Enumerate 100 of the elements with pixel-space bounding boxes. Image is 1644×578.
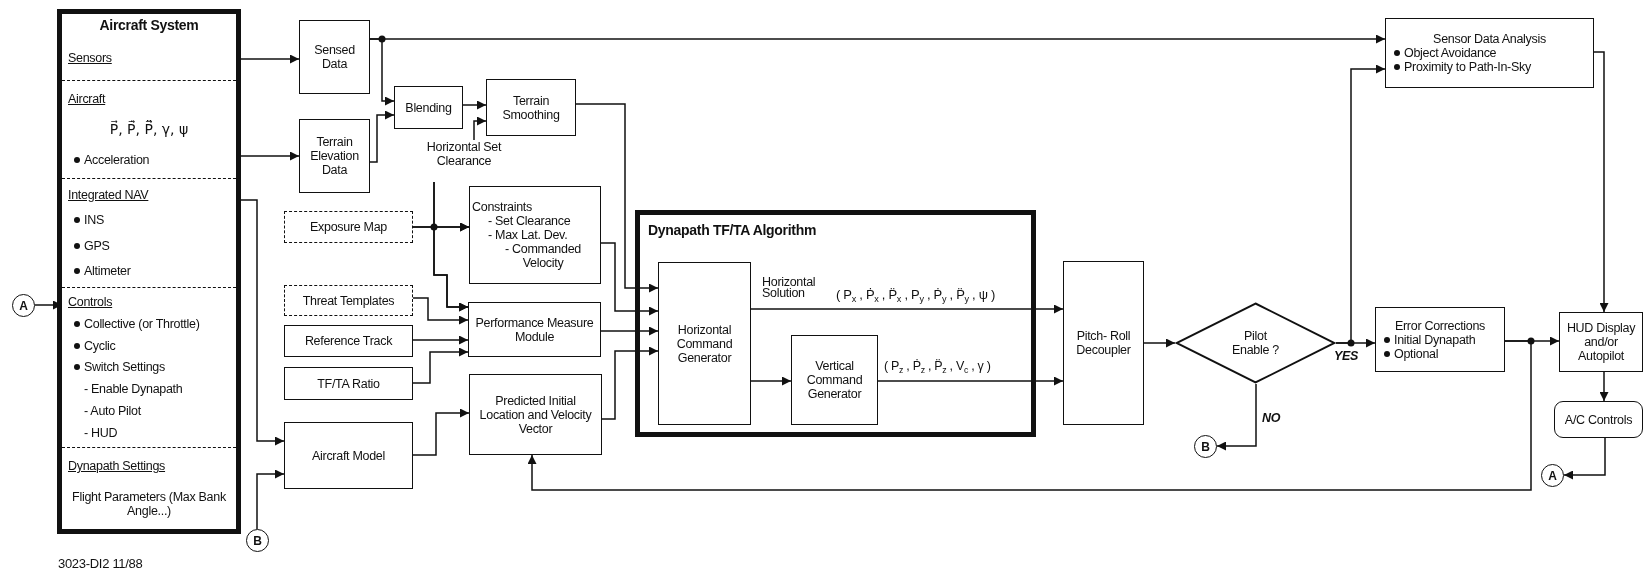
decision-diamond xyxy=(1175,302,1336,384)
arrow xyxy=(473,116,487,141)
node-label: Reference Track xyxy=(304,334,393,348)
connector-circle xyxy=(246,529,269,552)
arrow xyxy=(601,346,659,420)
section-heading: Aircraft xyxy=(68,92,106,107)
node-label: TF/TA Ratio xyxy=(317,376,380,391)
process-box xyxy=(1063,261,1144,425)
panel-title: Dynapath TF/TA Algorithm xyxy=(648,223,817,237)
arrow xyxy=(256,469,285,530)
data-box xyxy=(284,285,413,316)
node-label: Sensor Data Analysis xyxy=(1433,32,1546,46)
process-box xyxy=(791,335,878,425)
section-heading: Controls xyxy=(68,294,113,309)
process-box xyxy=(658,262,751,425)
process-box xyxy=(299,119,370,193)
section-heading: Integrated NAV xyxy=(68,187,149,202)
connector-letter: B xyxy=(1201,439,1210,454)
data-box xyxy=(284,367,413,400)
bullet-item: Cyclic xyxy=(68,338,116,353)
data-box xyxy=(284,325,413,357)
arrow xyxy=(1143,338,1176,348)
figure-id: 3023-DI2 11/88 xyxy=(58,556,143,571)
system-panel xyxy=(57,9,241,534)
arrow xyxy=(462,100,487,110)
arrow xyxy=(600,326,659,336)
node-label: HUD Display and/or Autopilot xyxy=(1565,321,1637,363)
bullet-item: Switch Settings xyxy=(68,360,165,375)
bullet-item: Collective (or Throttle) xyxy=(68,316,200,331)
bullet-item: GPS xyxy=(68,238,110,253)
process-box xyxy=(394,86,463,129)
edge-label: YES xyxy=(1334,350,1359,362)
node-label: Pitch- Roll Decoupler xyxy=(1075,329,1132,357)
arrow xyxy=(1563,437,1606,480)
arrow xyxy=(369,110,395,163)
list-item: - Auto Pilot xyxy=(83,404,141,419)
process-box xyxy=(486,79,576,136)
formula-label: ( P$_{x}$ , Ṗ$_{x}$ , P̈$_{x}$ , P$_{y}$ , Ṗ$_{y}$ , P̈$_{y}$ , ψ ) xyxy=(836,287,996,302)
data-box xyxy=(284,211,413,243)
output-box xyxy=(1559,312,1643,372)
process-box xyxy=(469,374,602,455)
node-label: Vertical Command Generator xyxy=(805,359,864,401)
bullet-item: Initial Dynapath xyxy=(1378,332,1476,347)
arrow xyxy=(412,297,469,325)
arrow xyxy=(575,103,659,293)
bullet-item: Proximity to Path-In-Sky xyxy=(1388,60,1531,74)
connector-circle xyxy=(1541,464,1564,487)
arrow xyxy=(1335,64,1386,344)
node-label: Terrain Elevation Data xyxy=(309,135,360,177)
node-label: Constraints xyxy=(472,200,532,214)
process-box xyxy=(468,302,601,357)
list-item: - Enable Dynapath xyxy=(83,382,183,397)
node-label: Aircraft Model xyxy=(312,448,385,463)
process-box xyxy=(299,20,370,94)
section-heading: Dynapath Settings xyxy=(68,459,166,474)
bullet-item: Optional xyxy=(1378,346,1439,361)
formula-label: ( P$_{z}$ , Ṗ$_{z}$ , P̈$_{z}$ , V$_{c}$ , γ ) xyxy=(884,360,991,372)
list-item: - HUD xyxy=(83,426,118,440)
node-label: Pilot Enable ? xyxy=(1231,329,1280,357)
node-label: A/C Controls xyxy=(1564,412,1633,427)
list-item: - Set Clearance xyxy=(487,214,571,228)
node-label: Exposure Map xyxy=(310,220,387,234)
arrow xyxy=(750,304,1064,314)
node-label: Horizontal Command Generator xyxy=(675,322,734,365)
node-label: Threat Templates xyxy=(302,293,395,308)
bullet-item: INS xyxy=(68,213,104,228)
section-heading: Sensors xyxy=(68,51,112,65)
arrow xyxy=(412,347,469,384)
connector-letter: A xyxy=(1548,468,1557,483)
algorithm-panel xyxy=(635,210,1036,437)
edge-label: NO xyxy=(1262,412,1281,424)
node-label: Sensed Data xyxy=(313,43,356,71)
arrow xyxy=(1593,51,1609,313)
process-box xyxy=(284,422,413,489)
arrow xyxy=(750,376,792,386)
node-label: Blending xyxy=(405,100,452,115)
arrow xyxy=(1599,371,1609,402)
arrow xyxy=(369,34,1386,44)
list-item: - Commanded Velocity xyxy=(504,242,582,270)
connector-circle xyxy=(1194,435,1217,458)
connector-letter: A xyxy=(19,298,28,313)
arrow xyxy=(600,242,659,316)
process-box xyxy=(1375,307,1505,372)
arrow xyxy=(1216,383,1257,451)
bullet-item: Object Avoidance xyxy=(1388,46,1497,60)
bullet-item: Acceleration xyxy=(68,152,150,167)
formula-text: P⃗, P⃗̇, P⃗̈, γ, ψ xyxy=(109,122,189,137)
node-label: Horizontal Set Clearance xyxy=(425,140,503,168)
arrow xyxy=(877,376,1064,386)
node-label: Performance Measure Module xyxy=(474,315,595,344)
node-label: Flight Parameters (Max Bank Angle...) xyxy=(71,489,227,518)
list-item: - Max Lat. Dev. xyxy=(487,228,568,242)
process-box xyxy=(469,186,601,284)
rounded-box xyxy=(1554,401,1643,438)
arrow xyxy=(412,408,470,456)
process-box xyxy=(1385,18,1594,88)
arrow xyxy=(412,335,469,345)
node-label: Terrain Smoothing xyxy=(501,93,561,122)
panel-title: Aircraft System xyxy=(98,17,200,33)
node-label: Predicted Initial Location and Velocity Vector xyxy=(478,393,593,436)
